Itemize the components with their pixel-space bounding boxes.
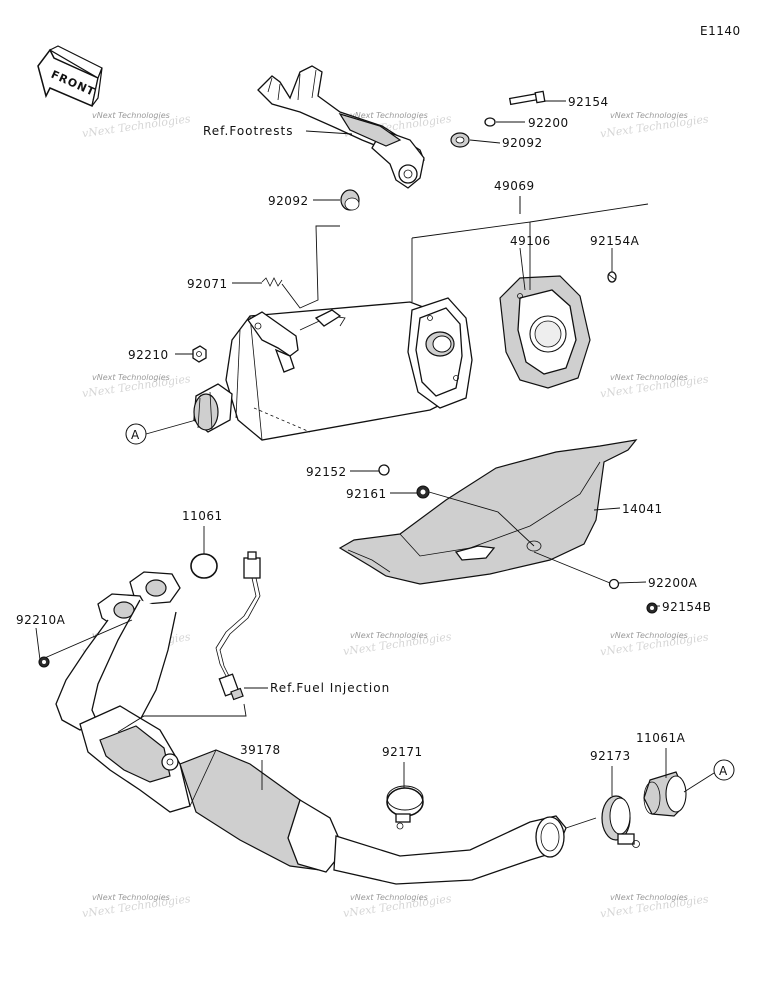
- part-label-92092-lower: 92092: [268, 194, 309, 208]
- part-label-92171: 92171: [382, 745, 423, 759]
- part-label-11061: 11061: [182, 509, 223, 523]
- part-label-92152: 92152: [306, 465, 347, 479]
- washer-92200A: [608, 578, 620, 590]
- watermark: vNext Technologies: [350, 111, 428, 120]
- gasket-11061A: [643, 771, 687, 817]
- callout-a-label: A: [719, 764, 728, 778]
- watermark: vNext Technologies: [610, 893, 688, 902]
- watermark: vNext Technologies: [350, 893, 428, 902]
- part-label-49069: 49069: [494, 179, 535, 193]
- screw-92154A: [607, 271, 617, 283]
- part-label-49106: 49106: [510, 234, 551, 248]
- nut-92210: [192, 345, 207, 363]
- leader-endpoints: [38, 656, 50, 668]
- grommet-92092-lower: [340, 189, 360, 211]
- clamp-92173: [601, 795, 640, 848]
- washer-92200: [484, 117, 496, 127]
- clamp-92171: [386, 785, 424, 830]
- part-label-14041: 14041: [622, 502, 663, 516]
- watermark: vNext Technologies: [350, 631, 428, 640]
- part-label-39178: 39178: [240, 743, 281, 757]
- diagram-code: E1140: [700, 24, 741, 38]
- ref-footrests: Ref.Footrests: [203, 124, 293, 138]
- footrest-bracket: [257, 65, 425, 189]
- watermark: vNext Technologies: [92, 111, 170, 120]
- muffler: [193, 297, 473, 441]
- part-label-11061A: 11061A: [636, 731, 686, 745]
- callout-a-upper: A: [125, 423, 147, 445]
- bolt-92154: [508, 90, 546, 106]
- part-label-92210: 92210: [128, 348, 169, 362]
- collar-92152: [378, 464, 390, 476]
- callout-a-label: A: [131, 428, 140, 442]
- heat-shield-14041: [338, 439, 638, 585]
- leader-lines: [35, 100, 715, 829]
- spring-92071: [261, 277, 283, 287]
- part-label-92173: 92173: [590, 749, 631, 763]
- callout-a-lower: A: [713, 759, 735, 781]
- grommet-92161: [416, 485, 430, 499]
- gasket-11061: [190, 553, 218, 579]
- watermark: vNext Technologies: [92, 373, 170, 382]
- part-label-92200: 92200: [528, 116, 569, 130]
- part-label-92210A: 92210A: [16, 613, 66, 627]
- part-label-92154A: 92154A: [590, 234, 640, 248]
- front-arrow-icon: FRONT: [37, 45, 103, 108]
- part-labels: 92154 92200 92092 Ref.Footrests 92092 49…: [16, 95, 711, 763]
- part-label-92071: 92071: [187, 277, 228, 291]
- part-label-92154B: 92154B: [662, 600, 711, 614]
- grommet-92092-upper: [450, 132, 470, 148]
- ref-fuel-injection: Ref.Fuel Injection: [270, 681, 390, 695]
- part-label-92200A: 92200A: [648, 576, 698, 590]
- part-label-92161: 92161: [346, 487, 387, 501]
- part-label-92092-upper: 92092: [502, 136, 543, 150]
- watermark: vNext Technologies: [92, 893, 170, 902]
- oxygen-sensor: [215, 551, 261, 701]
- screw-92154B: [646, 602, 658, 614]
- watermark: vNext Technologies: [610, 111, 688, 120]
- watermark: vNext Technologies: [610, 631, 688, 640]
- exhaust-header-39178: [55, 571, 567, 885]
- watermark: vNext Technologies: [610, 373, 688, 382]
- part-label-92154: 92154: [568, 95, 609, 109]
- muffler-cover-49106: [499, 275, 591, 389]
